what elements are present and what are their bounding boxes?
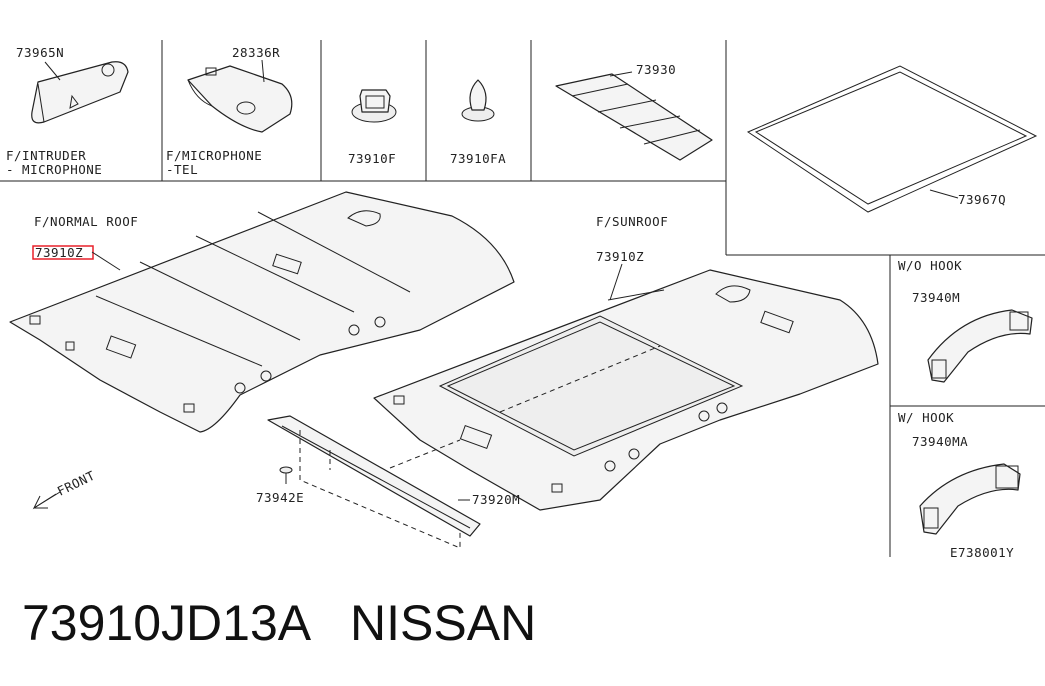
part-label-73967q: 73967Q [958, 192, 1006, 207]
part-number: 73910JD13A [22, 595, 309, 651]
caption-sunroof: F/SUNROOF [596, 214, 668, 229]
pad-panel: 73930 [555, 62, 713, 161]
sunroof-headlining: F/SUNROOF 73910Z [373, 214, 879, 511]
part-caption: 73910JD13A NISSAN [22, 598, 536, 648]
part-label-73910fa: 73910FA [450, 151, 506, 166]
part-label-73910f: 73910F [348, 151, 396, 166]
front-arrow: FRONT [32, 468, 98, 510]
part-label-73930: 73930 [636, 62, 676, 77]
clip-73910fa-panel: 73910FA [450, 79, 506, 166]
assist-grip-without-hook-panel: W/O HOOK 73940M [898, 258, 1033, 383]
microphone-tel-panel: 28336R F/MICROPHONE -TEL [166, 45, 293, 177]
caption-microphone-tel: F/MICROPHONE [166, 148, 262, 163]
part-label-73942e: 73942E [256, 490, 304, 505]
clip-73910f-panel: 73910F [348, 89, 397, 166]
part-label-73965n: 73965N [16, 45, 64, 60]
part-label-73910z-sunroof: 73910Z [596, 249, 644, 264]
caption-microphone: - MICROPHONE [6, 162, 102, 177]
caption-normal-roof: F/NORMAL ROOF [34, 214, 138, 229]
caption-intruder: F/INTRUDER [6, 148, 86, 163]
brand-name: NISSAN [350, 595, 537, 651]
caption-tel: -TEL [166, 162, 198, 177]
part-label-73920m: 73920M [472, 492, 520, 507]
intruder-microphone-panel: 73965N F/INTRUDER - MICROPHONE [6, 45, 129, 177]
front-label: FRONT [55, 468, 98, 499]
diagram-id: E738001Y [950, 545, 1014, 560]
parts-diagram: 73965N F/INTRUDER - MICROPHONE 28336R F/… [0, 40, 1045, 560]
part-label-73910z-normal: 73910Z [35, 245, 83, 260]
part-label-73940m: 73940M [912, 290, 960, 305]
part-label-73940ma: 73940MA [912, 434, 968, 449]
normal-roof-headlining: F/NORMAL ROOF 73910Z [9, 191, 515, 433]
caption-with-hook: W/ HOOK [898, 410, 954, 425]
panel-grid [0, 40, 1045, 557]
part-label-28336r: 28336R [232, 45, 280, 60]
roof-garnish-assembly: 73942E 73920M [256, 415, 520, 549]
assist-grip-with-hook-panel: W/ HOOK 73940MA [898, 410, 1021, 535]
weatherstrip-panel: 73967Q [746, 65, 1038, 213]
caption-without-hook: W/O HOOK [898, 258, 962, 273]
